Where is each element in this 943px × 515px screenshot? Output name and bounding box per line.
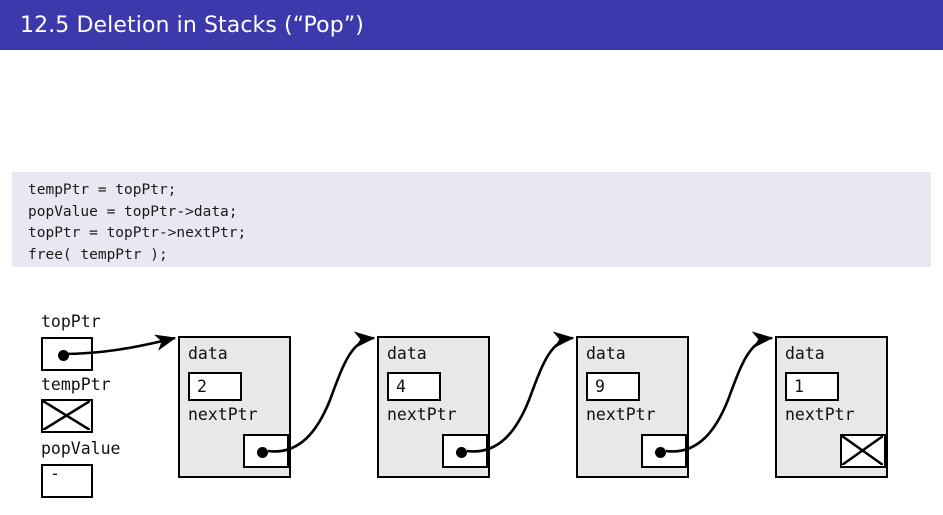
variable-label-popvalue: popValue bbox=[41, 439, 121, 458]
arrow-topptr-to-node1 bbox=[61, 334, 177, 356]
node-field-label-data: data bbox=[188, 344, 228, 363]
slide-title-bar: 12.5 Deletion in Stacks (“Pop”) bbox=[0, 0, 943, 50]
list-node[interactable] bbox=[775, 336, 888, 478]
pointer-dot-icon bbox=[58, 350, 69, 361]
node-next-box[interactable] bbox=[840, 434, 886, 468]
pointer-dot-icon bbox=[655, 447, 666, 458]
node-field-label-nextptr: nextPtr bbox=[586, 405, 656, 424]
variable-box-popvalue[interactable]: - bbox=[41, 464, 93, 498]
code-line-2: popValue = topPtr->data; bbox=[28, 203, 238, 220]
arrow-node2-to-node3 bbox=[466, 331, 575, 453]
node-field-label-nextptr: nextPtr bbox=[188, 405, 258, 424]
node-field-label-nextptr: nextPtr bbox=[387, 405, 457, 424]
variable-box-tempptr[interactable] bbox=[41, 399, 93, 433]
node-data-box[interactable]: 1 bbox=[785, 372, 839, 401]
node-data-box[interactable]: 4 bbox=[387, 372, 441, 401]
variable-label-topptr: topPtr bbox=[41, 312, 101, 331]
arrow-node1-to-node2 bbox=[267, 331, 376, 453]
node-data-box[interactable]: 9 bbox=[586, 372, 640, 401]
node-field-label-nextptr: nextPtr bbox=[785, 405, 855, 424]
node-data-box[interactable]: 2 bbox=[188, 372, 242, 401]
code-line-3: topPtr = topPtr->nextPtr; bbox=[28, 225, 247, 241]
node-field-label-data: data bbox=[387, 344, 427, 363]
node-field-label-data: data bbox=[586, 344, 626, 363]
pointer-dot-icon bbox=[257, 447, 268, 458]
node-field-label-data: data bbox=[785, 344, 825, 363]
code-line-1: tempPtr = topPtr; bbox=[28, 182, 177, 198]
variable-value-popvalue: - bbox=[50, 464, 60, 483]
code-block: tempPtr = topPtr; popValue = topPtr->dat… bbox=[12, 172, 931, 267]
pointer-dot-icon bbox=[456, 447, 467, 458]
variable-label-tempptr: tempPtr bbox=[41, 375, 111, 394]
arrow-node3-to-node4 bbox=[665, 331, 774, 453]
page-title: 12.5 Deletion in Stacks (“Pop”) bbox=[20, 12, 364, 38]
node-next-box[interactable] bbox=[442, 434, 488, 468]
null-cross-icon bbox=[842, 436, 883, 465]
list-node[interactable] bbox=[178, 336, 291, 478]
code-line-4: free( tempPtr ); bbox=[28, 246, 168, 263]
null-cross-icon bbox=[43, 401, 90, 430]
